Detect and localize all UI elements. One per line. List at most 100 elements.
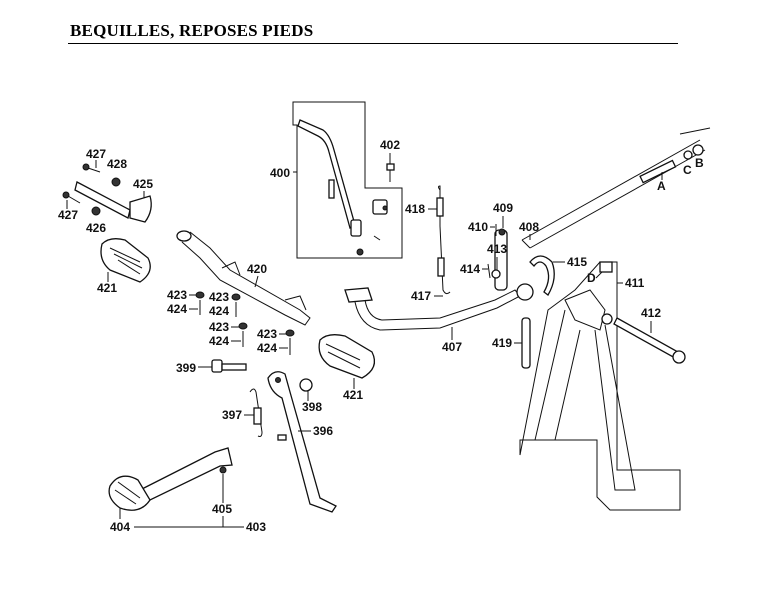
page-title: BEQUILLES, REPOSES PIEDS [70, 21, 314, 40]
part-number-label: 398 [302, 400, 322, 414]
callout-408: 408 [519, 220, 539, 240]
part-400-kick-lever [297, 119, 364, 256]
callout-399: 399 [176, 361, 212, 375]
part-number-label: 421 [343, 388, 363, 402]
callout-426: 426 [86, 221, 106, 235]
part-number-label: 423 [167, 288, 187, 302]
callout-427-bottom: 427 [58, 200, 78, 222]
part-B-nut [692, 144, 704, 156]
part-399-bolt [211, 359, 247, 373]
part-number-label: 426 [86, 221, 106, 235]
part-number-label: 420 [247, 262, 267, 276]
callout-415: 415 [553, 255, 587, 269]
part-number-label: 424 [167, 302, 187, 316]
part-423-424-set-a [195, 291, 205, 315]
part-number-label: 399 [176, 361, 196, 375]
part-423-424-set-c [238, 322, 248, 347]
part-number-label: 411 [625, 276, 645, 290]
callout-403: 403 [134, 520, 266, 534]
part-409-nut [498, 228, 506, 236]
part-number-label: 419 [492, 336, 512, 350]
part-418-spring [436, 185, 444, 226]
callout-410: 410 [468, 220, 495, 234]
part-428-nut [111, 177, 121, 187]
part-421-footpeg-right [318, 334, 376, 379]
part-number-label: 427 [86, 147, 106, 161]
callout-396: 396 [298, 424, 333, 438]
callout-413: 413 [487, 242, 507, 270]
part-426-washer [91, 206, 101, 216]
callout-425: 425 [133, 177, 153, 198]
part-421-footpeg-left [100, 238, 151, 283]
callout-424-b: 424 [209, 304, 229, 318]
part-number-label: D [587, 271, 596, 285]
part-408-rod [521, 139, 706, 249]
part-number-label: 424 [209, 304, 229, 318]
callout-398: 398 [302, 391, 322, 414]
callout-428: 428 [107, 157, 127, 171]
part-402-bolt [386, 163, 395, 182]
part-number-label: 408 [519, 220, 539, 234]
part-410-block [372, 199, 388, 241]
part-427-bolt-bottom [62, 191, 81, 204]
callout-397: 397 [222, 408, 254, 422]
callout-D: D [587, 271, 603, 285]
part-411-box [519, 261, 681, 511]
part-number-label: 414 [460, 262, 480, 276]
part-408-rod-end [679, 127, 711, 135]
callout-424-d: 424 [257, 341, 288, 355]
callout-420: 420 [247, 262, 267, 288]
part-number-label: C [683, 163, 692, 177]
callout-412: 412 [641, 306, 661, 333]
callout-427-top: 427 [86, 147, 106, 168]
part-420-footrest-bracket [176, 230, 311, 326]
callout-414: 414 [460, 262, 488, 276]
callout-423-d: 423 [257, 327, 286, 341]
part-403-gear-lever [108, 447, 233, 511]
callout-421-right: 421 [343, 378, 363, 402]
part-412-shaft [613, 317, 686, 364]
part-number-label: 412 [641, 306, 661, 320]
callout-423-c: 423 [209, 320, 239, 334]
part-414-pin [487, 263, 491, 279]
part-417-spring [437, 225, 451, 295]
callout-A: A [657, 172, 666, 193]
callout-404: 404 [110, 508, 130, 534]
part-number-label: 415 [567, 255, 587, 269]
part-427-bolt-top [82, 163, 101, 173]
part-411-main-stand [534, 261, 636, 491]
callout-400: 400 [270, 166, 297, 180]
part-A-spring [639, 159, 677, 184]
part-number-label: 400 [270, 166, 290, 180]
part-number-label: 407 [442, 340, 462, 354]
part-number-label: 405 [212, 502, 232, 516]
part-413-washer [491, 269, 501, 279]
part-number-label: 418 [405, 202, 425, 216]
part-number-label: B [695, 156, 704, 170]
part-number-label: 403 [246, 520, 266, 534]
callout-411: 411 [617, 276, 645, 290]
callout-409: 409 [493, 201, 513, 228]
callout-424-c: 424 [209, 334, 241, 348]
part-number-label: 413 [487, 242, 507, 256]
part-423-424-set-d [285, 329, 295, 355]
part-number-label: 409 [493, 201, 513, 215]
callout-402: 402 [380, 138, 400, 164]
callout-418: 418 [405, 202, 437, 216]
part-415-bracket [529, 255, 555, 296]
part-number-label: 425 [133, 177, 153, 191]
part-number-label: 423 [257, 327, 277, 341]
part-419-spring [521, 317, 531, 369]
part-number-label: 424 [209, 334, 229, 348]
callout-419: 419 [492, 336, 522, 350]
callout-407: 407 [442, 327, 462, 354]
part-number-label: 417 [411, 289, 431, 303]
part-397-spring [249, 388, 263, 437]
part-number-label: 396 [313, 424, 333, 438]
part-number-label: 402 [380, 138, 400, 152]
part-423-424-set-b [231, 293, 241, 317]
part-396-side-stand [267, 371, 337, 513]
part-number-label: 428 [107, 157, 127, 171]
callout-405: 405 [212, 474, 232, 527]
callout-C: C [683, 163, 692, 177]
